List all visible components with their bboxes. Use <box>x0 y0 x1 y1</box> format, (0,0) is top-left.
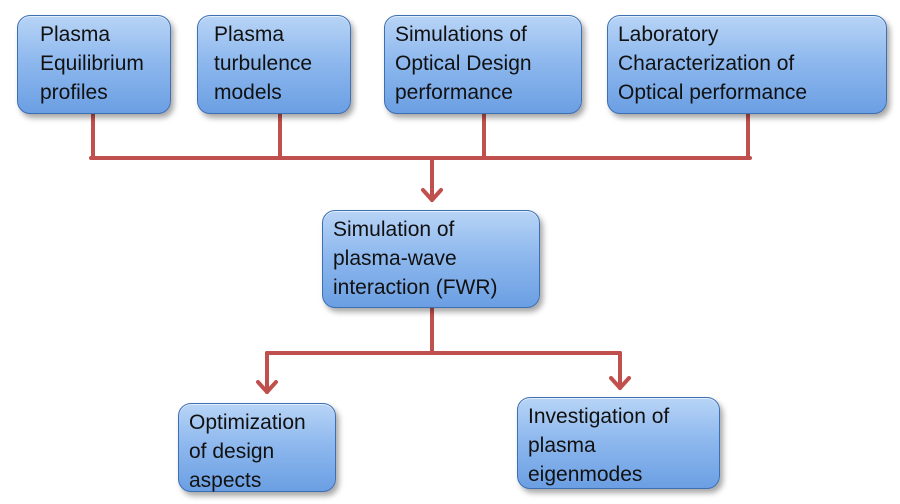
node-text-line: models <box>214 81 282 104</box>
node-text-line: interaction (FWR) <box>333 276 498 299</box>
node-text-line: Characterization of <box>618 52 795 75</box>
node-text-line: Optical Design <box>395 52 532 75</box>
node-text-line: eigenmodes <box>528 463 643 486</box>
node-text-line: plasma <box>528 434 596 457</box>
node-text-line: Simulations of <box>395 23 527 46</box>
node-text-line: Simulation of <box>333 218 455 241</box>
node-text-line: aspects <box>189 469 262 492</box>
node-eigenmodes-investigation: Investigation of plasma eigenmodes <box>517 397 720 489</box>
node-text-line: of design <box>189 440 275 463</box>
node-fwr-simulation: Simulation of plasma-wave interaction (F… <box>322 210 540 308</box>
node-text-line: turbulence <box>214 52 313 75</box>
node-text-line: plasma-wave <box>333 247 457 270</box>
arrowhead-eigenmodes <box>609 376 631 390</box>
node-text-line: Optical performance <box>618 81 808 104</box>
node-text-line: Plasma <box>214 23 285 46</box>
node-design-optimization: Optimization of design aspects <box>178 403 336 492</box>
node-laboratory-characterization: Laboratory Characterization of Optical p… <box>607 15 887 114</box>
arrowhead-fwr <box>421 188 443 202</box>
arrowhead-optimization <box>256 380 278 394</box>
node-plasma-turbulence-models: Plasma turbulence models <box>197 15 351 114</box>
node-text-line: performance <box>395 81 513 104</box>
node-text-line: Investigation of <box>528 405 670 428</box>
node-plasma-equilibrium-profiles: Plasma Equilibrium profiles <box>17 15 171 114</box>
node-text-line: Plasma <box>40 23 111 46</box>
node-text-line: Optimization <box>189 411 306 434</box>
node-optical-design-simulations: Simulations of Optical Design performanc… <box>384 15 582 114</box>
node-text-line: Laboratory <box>618 23 719 46</box>
node-text-line: profiles <box>40 81 108 104</box>
node-text-line: Equilibrium <box>40 52 144 75</box>
